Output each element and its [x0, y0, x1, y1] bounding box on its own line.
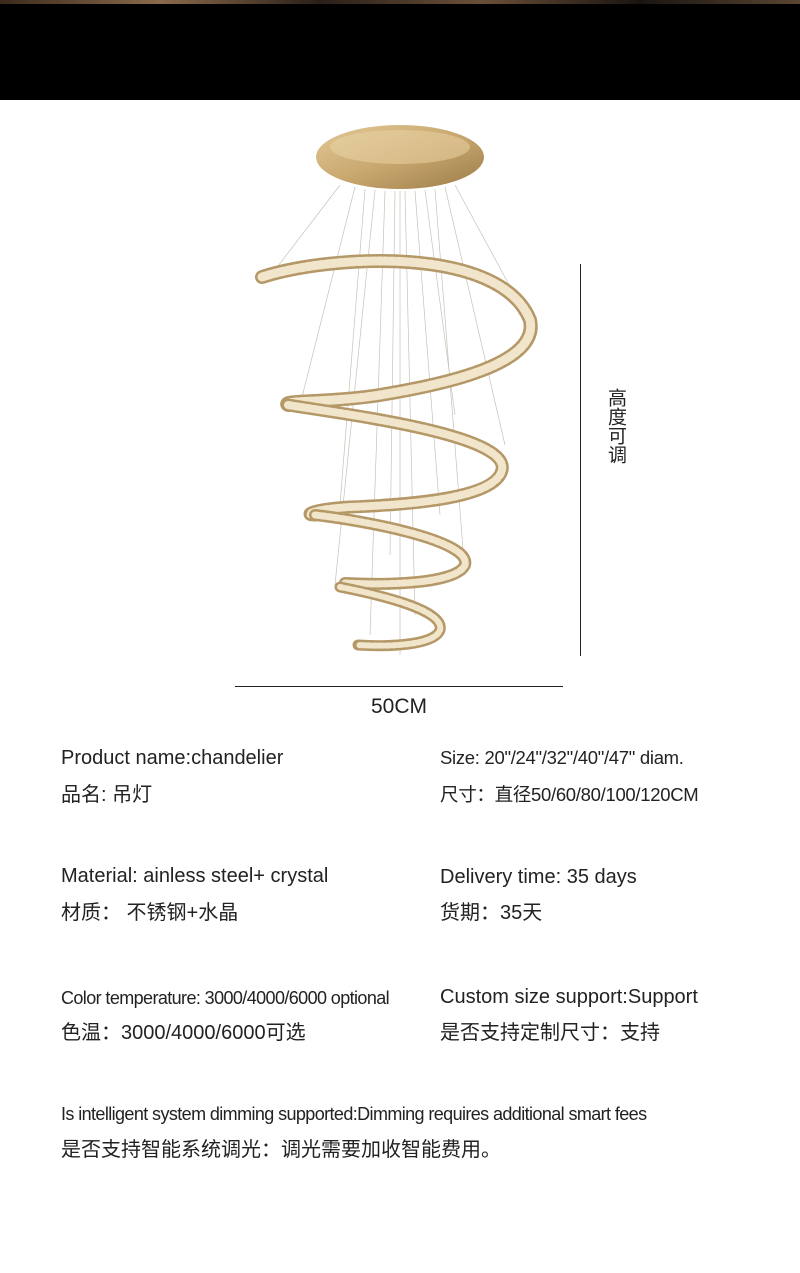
material-en: Material: ainless steel+ crystal: [61, 865, 329, 887]
dimming-cn: 是否支持智能系统调光：调光需要加收智能费用。: [61, 1139, 501, 1161]
size-cn: 尺寸：直径50/60/80/100/120CM: [440, 784, 699, 805]
material-cn: 材质： 不锈钢+水晶: [61, 902, 239, 924]
height-dimension-line: [580, 264, 581, 656]
top-banner-edge: [0, 0, 800, 4]
color-temp-en: Color temperature: 3000/4000/6000 option…: [61, 988, 390, 1008]
height-label: 高度可调: [605, 388, 626, 464]
delivery-en: Delivery time: 35 days: [440, 866, 637, 888]
width-dimension-line: [235, 686, 563, 687]
top-banner: [0, 0, 800, 100]
product-name-en: Product name:chandelier: [61, 747, 284, 769]
size-en: Size: 20"/24"/32"/40"/47" diam.: [440, 747, 684, 768]
color-temp-cn: 色温：3000/4000/6000可选: [61, 1022, 306, 1044]
product-name-cn: 品名: 吊灯: [61, 784, 153, 806]
dimming-en: Is intelligent system dimming supported:…: [61, 1104, 647, 1124]
delivery-cn: 货期：35天: [440, 902, 543, 924]
custom-size-en: Custom size support:Support: [440, 986, 698, 1008]
width-label: 50CM: [370, 695, 428, 718]
chandelier-image: [255, 125, 538, 655]
crystal-spiral-ring: [255, 254, 538, 652]
custom-size-cn: 是否支持定制尺寸：支持: [440, 1022, 660, 1044]
